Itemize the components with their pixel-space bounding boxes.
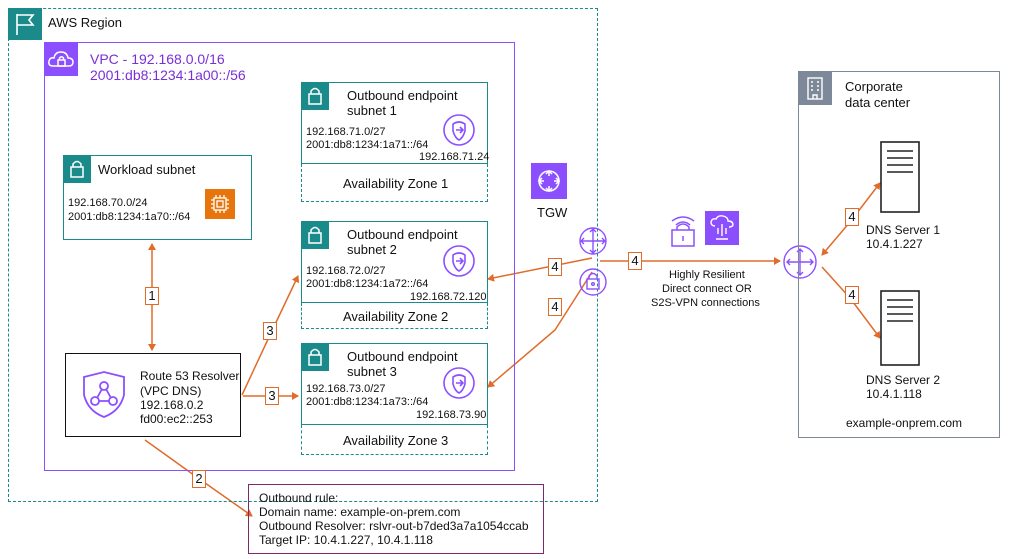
vpc-label-ipv6: 2001:db8:1234:1a00::/56 — [90, 67, 246, 83]
outbound-rule-callout — [248, 484, 544, 554]
endpoint-1-title-line1: Outbound endpoint — [347, 88, 458, 103]
ec2-instance-icon — [205, 189, 235, 219]
resolver-ipv4: 192.168.0.2 — [140, 398, 204, 412]
step-badge-4d: 4 — [845, 208, 859, 226]
vpc-boundary — [44, 42, 515, 471]
connections-label-line3: S2S-VPN connections — [651, 297, 760, 309]
endpoint-2-title-line1: Outbound endpoint — [347, 227, 458, 242]
endpoint-2-cidr4: 192.168.72.0/27 — [306, 265, 386, 277]
dns-server-2-ip: 10.4.1.118 — [866, 387, 922, 401]
lock-icon — [301, 82, 329, 110]
outbound-endpoint-subnet-1 — [301, 82, 488, 164]
workload-subnet-cidr6: 2001:db8:1234:1a70::/64 — [68, 211, 191, 223]
availability-zone-2-label: Availability Zone 2 — [343, 309, 449, 324]
workload-subnet — [63, 155, 252, 240]
dns-server-1-ip: 10.4.1.227 — [866, 237, 923, 251]
step-badge-4c: 4 — [628, 252, 642, 270]
aws-region-flag-icon — [8, 8, 42, 40]
workload-subnet-title: Workload subnet — [98, 162, 196, 177]
corporate-label-line2: data center — [845, 95, 911, 110]
step-badge-4e: 4 — [845, 286, 859, 304]
endpoint-3-title-line2: subnet 3 — [347, 364, 397, 379]
outbound-endpoint-subnet-2 — [301, 221, 488, 303]
transit-gateway-icon — [531, 163, 567, 199]
direct-connect-icon — [705, 211, 739, 245]
endpoint-1-ip: 192.168.71.24 — [419, 151, 490, 163]
workload-subnet-cidr4: 192.168.70.0/24 — [68, 197, 148, 209]
corporate-label-line1: Corporate — [845, 79, 903, 94]
availability-zone-1 — [301, 164, 488, 202]
building-icon — [798, 71, 832, 105]
connections-label-line2: Direct connect OR — [662, 283, 752, 295]
outbound-endpoint-subnet-3 — [301, 343, 488, 425]
lock-icon — [63, 155, 91, 183]
step-badge-4b: 4 — [548, 298, 562, 316]
vpc-cloud-lock-icon — [44, 42, 78, 76]
rule-line-resolver: Outbound Resolver: rslvr-out-b7ded3a7a10… — [259, 519, 529, 533]
corporate-data-center-boundary — [798, 71, 1000, 438]
resolver-ipv6: fd00:ec2::253 — [140, 412, 213, 426]
availability-zone-1-label: Availability Zone 1 — [343, 176, 449, 191]
vpc-label-ipv4: VPC - 192.168.0.0/16 — [90, 51, 225, 67]
endpoint-3-cidr4: 192.168.73.0/27 — [306, 383, 386, 395]
arrow-step-4a — [487, 257, 593, 282]
availability-zone-2 — [301, 303, 488, 329]
rule-line-domain: Domain name: example-on-prem.com — [259, 505, 461, 519]
availability-zone-3 — [301, 425, 488, 455]
lock-icon — [301, 221, 329, 249]
step-badge-1: 1 — [145, 287, 159, 305]
endpoint-1-title-line2: subnet 1 — [347, 103, 397, 118]
availability-zone-3-label: Availability Zone 3 — [343, 433, 449, 448]
rule-line-target: Target IP: 10.4.1.227, 10.4.1.118 — [259, 533, 433, 547]
corporate-domain: example-onprem.com — [846, 416, 963, 430]
step-badge-4a: 4 — [548, 258, 562, 276]
resolver-title: Route 53 Resolver — [140, 369, 240, 383]
arrow-step-4b — [487, 271, 593, 388]
step-badge-2: 2 — [192, 470, 206, 488]
endpoint-3-ip: 192.168.73.90 — [416, 409, 487, 421]
route53-resolver-box — [65, 353, 241, 437]
endpoint-2-cidr6: 2001:db8:1234:1a72::/64 — [306, 278, 429, 290]
lock-icon — [301, 343, 329, 371]
dns-server-1-name: DNS Server 1 — [866, 223, 941, 237]
tgw-label: TGW — [537, 205, 568, 220]
endpoint-2-ip: 192.168.72.120 — [410, 291, 487, 303]
step-badge-3b: 3 — [265, 387, 279, 405]
rule-line-title: Outbound rule: — [259, 491, 339, 505]
aws-region-boundary — [8, 8, 598, 502]
step-badge-3a: 3 — [263, 322, 277, 340]
endpoint-3-cidr6: 2001:db8:1234:1a73::/64 — [306, 396, 429, 408]
endpoint-2-title-line2: subnet 2 — [347, 242, 397, 257]
endpoint-1-cidr6: 2001:db8:1234:1a71::/64 — [306, 139, 429, 151]
endpoint-3-title-line1: Outbound endpoint — [347, 349, 458, 364]
dns-server-2-name: DNS Server 2 — [866, 373, 941, 387]
endpoint-1-cidr4: 192.168.71.0/27 — [306, 126, 386, 138]
aws-region-label: AWS Region — [48, 15, 122, 30]
resolver-subtitle: (VPC DNS) — [140, 384, 202, 398]
connections-label-line1: Highly Resilient — [669, 269, 745, 281]
